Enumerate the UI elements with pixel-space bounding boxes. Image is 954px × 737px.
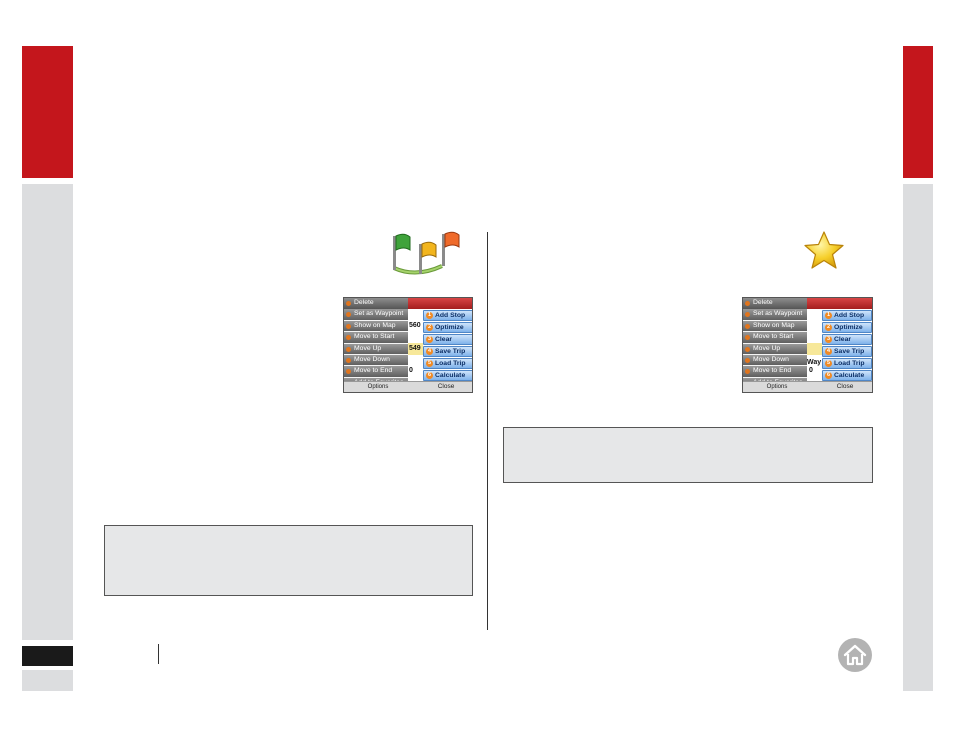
list-fragment: 0 [409,367,413,374]
menu-item-move-to-start[interactable]: Move to Start [743,332,807,343]
menu-item-show-on-map[interactable]: Show on Map [743,320,807,332]
menu-item-move-to-end[interactable]: Move to End [743,366,807,377]
menu-item-delete[interactable]: Delete [743,298,807,309]
menu-item-set-as-waypoint[interactable]: Set as Waypoint [344,309,408,320]
device-screenshot-left: 560 549 0 Delete Set as Waypoint Show on… [343,297,473,393]
screen-title-bar [344,298,472,309]
menu-item-move-down[interactable]: Move Down [743,354,807,366]
context-menu: Delete Set as Waypoint Show on Map Move … [743,298,807,389]
footer-divider [158,644,159,664]
menu-bullet-icon [745,323,750,329]
menu-bullet-icon [745,346,750,352]
menu-item-move-up[interactable]: Move Up [344,343,408,355]
note-box-right [503,427,873,483]
menu-item-move-to-end[interactable]: Move to End [344,366,408,377]
left-grey-strip [22,184,73,640]
list-fragment: 549 [409,345,421,352]
page-number-tab [22,646,73,666]
context-menu: Delete Set as Waypoint Show on Map Move … [344,298,408,389]
selected-row-highlight [807,343,822,355]
menu-bullet-icon [745,335,750,341]
selected-row-highlight [408,343,423,355]
column-divider [487,232,488,630]
menu-bullet-icon [346,357,351,363]
menu-bullet-icon [745,312,750,318]
route-flags-icon [393,231,460,275]
list-fragment: 560 [409,322,421,329]
menu-bullet-icon [346,312,351,318]
menu-item-set-as-waypoint[interactable]: Set as Waypoint [743,309,807,320]
menu-bullet-icon [346,301,351,306]
options-softkey[interactable]: Options [766,384,788,390]
options-softkey[interactable]: Options [367,384,389,390]
left-grey-strip-bottom [22,670,73,691]
favorites-star-icon [804,231,844,269]
list-fragment: 0 [809,367,813,374]
menu-bullet-icon [346,335,351,341]
close-softkey[interactable]: Close [836,383,854,390]
note-box-left [104,525,473,596]
close-softkey[interactable]: Close [437,383,455,390]
right-red-tab [903,46,933,178]
menu-item-move-down[interactable]: Move Down [344,354,408,366]
screen-bottom-bar: Options Close [344,381,472,392]
left-red-tab [22,46,73,178]
menu-bullet-icon [346,369,351,375]
menu-item-delete[interactable]: Delete [344,298,408,309]
menu-item-move-up[interactable]: Move Up [743,343,807,355]
list-fragment: Way [807,359,822,366]
screen-bottom-bar: Options Close [743,381,872,392]
menu-bullet-icon [346,346,351,352]
menu-bullet-icon [745,369,750,375]
menu-bullet-icon [745,301,750,306]
home-icon [843,644,867,666]
home-button[interactable] [838,638,872,672]
screen-title-bar [743,298,872,309]
device-screenshot-right: Way 0 Delete Set as Waypoint Show on Map… [742,297,873,393]
menu-item-show-on-map[interactable]: Show on Map [344,320,408,332]
menu-bullet-icon [745,357,750,363]
right-grey-strip [903,184,933,691]
menu-bullet-icon [346,323,351,329]
menu-item-move-to-start[interactable]: Move to Start [344,332,408,343]
